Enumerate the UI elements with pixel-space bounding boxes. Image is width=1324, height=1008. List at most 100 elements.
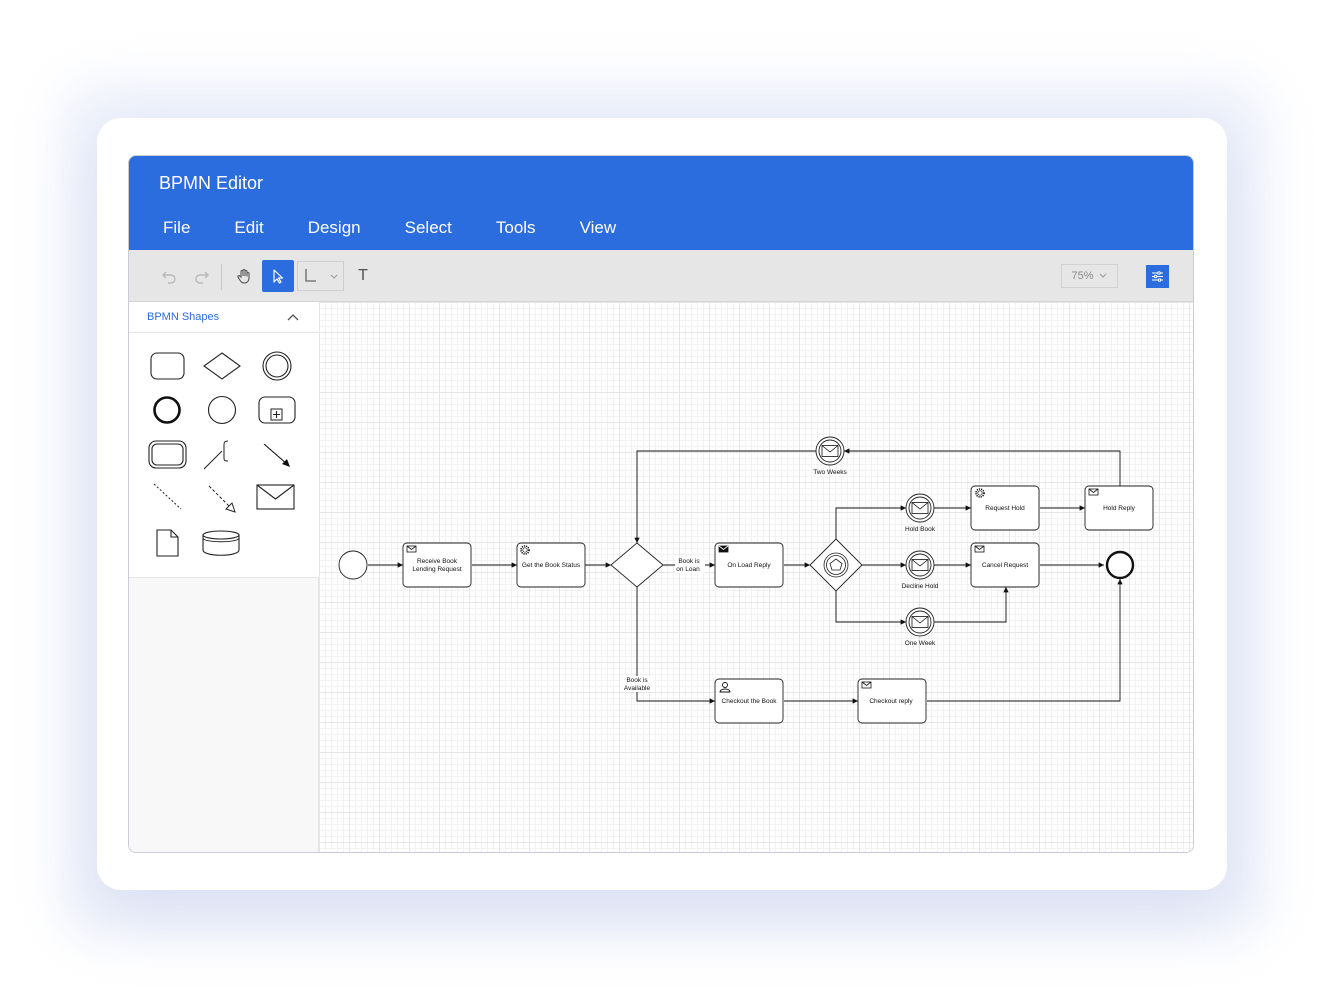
event-based-gateway[interactable] <box>809 538 863 592</box>
task-label: Checkout reply <box>869 698 913 705</box>
palette-data-object-shape[interactable] <box>156 529 179 557</box>
task-receive-book[interactable]: Receive Book Lending Request <box>402 542 472 588</box>
pentagon-icon <box>829 558 843 571</box>
menu-bar: File Edit Design Select Tools View <box>141 218 638 238</box>
palette-task-shape[interactable] <box>150 352 185 380</box>
flow-eventgw-to-holdbook[interactable] <box>835 505 906 539</box>
diagram-canvas[interactable]: Book is on Loan Book is Available Receiv… <box>319 302 1193 852</box>
task-label: Lending Request <box>412 566 461 573</box>
task-label: Request Hold <box>985 505 1025 512</box>
flow-label-available-2: Available <box>624 685 651 692</box>
toolbar-separator <box>221 264 222 290</box>
message-icon <box>911 616 929 628</box>
flow-eventgw-to-oneweek[interactable] <box>835 591 906 625</box>
task-checkout-reply[interactable]: Checkout reply <box>857 678 927 724</box>
palette-start-event-shape[interactable] <box>207 395 237 425</box>
menu-view[interactable]: View <box>579 218 617 237</box>
app-title: BPMN Editor <box>159 173 264 193</box>
flow-holdreply-to-twoweeks[interactable] <box>844 448 1121 486</box>
task-checkout-book[interactable]: Checkout the Book <box>714 678 784 724</box>
event-label: One Week <box>905 640 936 647</box>
exclusive-gateway[interactable] <box>610 542 664 588</box>
app-window: BPMN Editor File Edit Design Select Tool… <box>128 155 1194 853</box>
task-request-hold[interactable]: Request Hold <box>970 485 1040 531</box>
pan-tool-button[interactable] <box>228 260 260 292</box>
redo-icon <box>195 271 209 284</box>
task-on-load-reply[interactable]: On Load Reply <box>714 542 784 588</box>
palette-title: BPMN Shapes <box>147 311 220 323</box>
start-event[interactable] <box>338 550 368 580</box>
select-tool-button[interactable] <box>262 260 294 292</box>
task-label: Checkout the Book <box>722 698 778 705</box>
palette-subprocess-shape[interactable] <box>258 396 296 424</box>
message-icon <box>974 545 985 553</box>
task-cancel-request[interactable]: Cancel Request <box>970 542 1040 588</box>
palette-gateway-shape[interactable] <box>203 352 241 380</box>
flow-available[interactable] <box>636 587 715 704</box>
toolbar: T 75% <box>129 250 1193 302</box>
user-icon <box>719 682 731 693</box>
palette-association-shape[interactable] <box>203 440 229 470</box>
menu-design[interactable]: Design <box>307 218 361 237</box>
sequence-flows <box>368 448 1123 704</box>
palette-end-event-shape[interactable] <box>153 396 181 424</box>
flow-label-bg <box>621 676 655 692</box>
text-icon: T <box>358 267 368 284</box>
task-label: On Load Reply <box>727 562 771 569</box>
settings-button[interactable] <box>1146 265 1169 288</box>
palette-shapes <box>129 333 319 578</box>
app-header: BPMN Editor File Edit Design Select Tool… <box>129 156 1193 250</box>
palette-data-association-shape[interactable] <box>153 483 182 510</box>
palette-sequence-flow-shape[interactable] <box>263 443 290 467</box>
flow-label-available-1: Book is <box>626 677 648 684</box>
message-icon <box>911 559 929 571</box>
flow-label-on-loan-2: on Loan <box>676 566 700 573</box>
flow-label-on-loan-1: Book is <box>678 558 700 565</box>
palette-transaction-shape[interactable] <box>148 440 187 469</box>
event-two-weeks[interactable]: Two Weeks <box>813 436 847 476</box>
palette-intermediate-event-shape[interactable] <box>262 351 292 381</box>
pointer-icon <box>273 269 284 284</box>
message-icon <box>861 681 872 689</box>
chevron-up-icon[interactable] <box>286 313 300 323</box>
menu-file[interactable]: File <box>163 218 191 237</box>
connector-icon <box>305 269 338 282</box>
redo-button[interactable] <box>186 260 218 292</box>
palette-data-store-shape[interactable] <box>202 530 240 556</box>
zoom-dropdown[interactable]: 75% <box>1061 264 1118 288</box>
palette-message-flow-shape[interactable] <box>208 485 236 513</box>
event-label: Two Weeks <box>813 469 847 476</box>
undo-button[interactable] <box>153 260 185 292</box>
end-event[interactable] <box>1105 550 1135 580</box>
menu-edit[interactable]: Edit <box>234 218 264 237</box>
text-tool-button[interactable]: T <box>347 260 379 292</box>
event-hold-book[interactable]: Hold Book <box>905 493 936 533</box>
menu-select[interactable]: Select <box>404 218 452 237</box>
zoom-value: 75% <box>1071 270 1094 282</box>
message-icon <box>911 502 929 514</box>
task-get-book-status[interactable]: Get the Book Status <box>516 542 586 588</box>
message-icon <box>1088 488 1099 496</box>
event-one-week[interactable]: One Week <box>905 607 936 647</box>
chevron-down-icon <box>1099 273 1106 278</box>
task-label: Hold Reply <box>1103 505 1136 512</box>
settings-icon <box>1152 271 1163 282</box>
message-filled-icon <box>718 545 729 553</box>
menu-tools[interactable]: Tools <box>495 218 536 237</box>
event-label: Decline Hold <box>902 583 939 590</box>
message-icon <box>406 545 417 553</box>
task-hold-reply[interactable]: Hold Reply <box>1084 485 1154 531</box>
event-decline-hold[interactable]: Decline Hold <box>902 550 939 590</box>
event-label: Hold Book <box>905 526 936 533</box>
connector-type-dropdown[interactable] <box>297 261 344 291</box>
palette-message-shape[interactable] <box>256 484 295 510</box>
pan-icon <box>237 268 250 284</box>
flow-reply-to-end[interactable] <box>927 579 1123 702</box>
task-label: Cancel Request <box>982 562 1028 569</box>
flow-twoweeks-to-gateway[interactable] <box>634 450 816 543</box>
undo-icon <box>162 271 176 284</box>
task-label: Get the Book Status <box>522 562 581 569</box>
palette-header[interactable]: BPMN Shapes <box>129 302 319 333</box>
task-label: Receive Book <box>417 558 458 565</box>
flow-oneweek-to-cancel[interactable] <box>934 587 1009 623</box>
